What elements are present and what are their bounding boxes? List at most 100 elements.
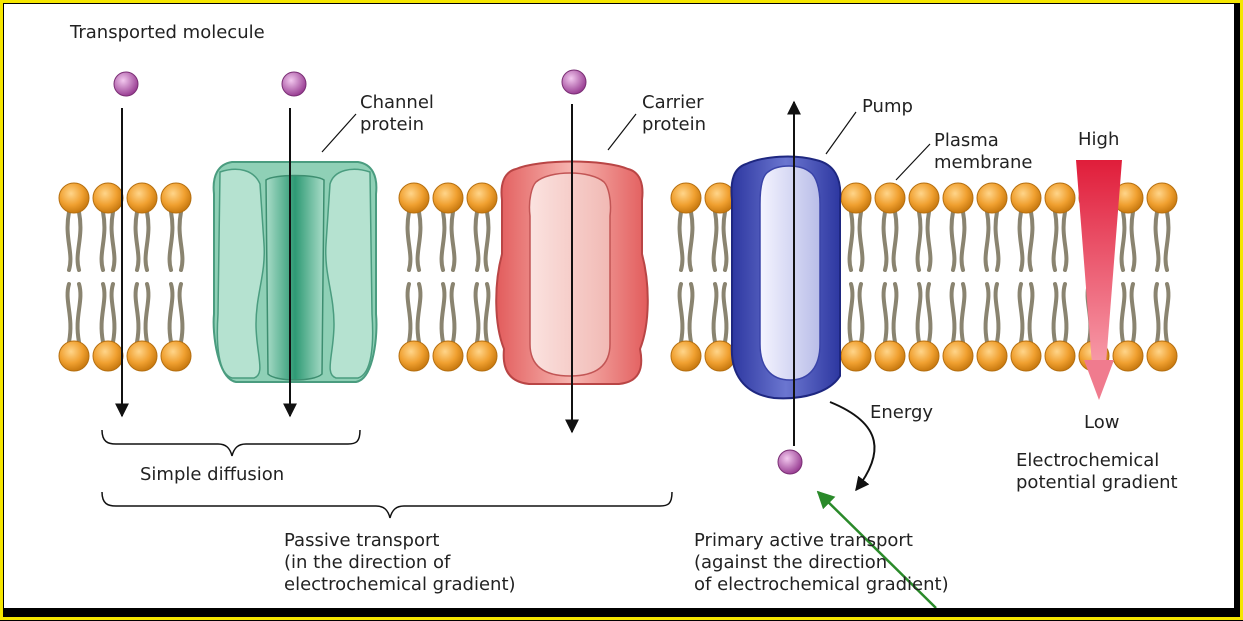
lipid-tail: [78, 284, 81, 342]
phospholipid-head: [127, 341, 157, 371]
phospholipid-head: [1011, 341, 1041, 371]
phospholipid-head: [841, 183, 871, 213]
transported-molecule-label: Transported molecule: [70, 22, 265, 44]
lipid-tail: [112, 284, 115, 342]
active-transport-label: Primary active transport (against the di…: [694, 530, 949, 596]
lipid-tail: [918, 284, 921, 342]
phospholipid-head: [909, 183, 939, 213]
lipid-tail: [486, 284, 489, 342]
channel-protein: [214, 162, 377, 382]
lipid-tail: [408, 212, 411, 270]
lipid-tail: [1064, 284, 1067, 342]
phospholipid-head: [161, 183, 191, 213]
phospholipid-head: [1147, 341, 1177, 371]
lipid-tail: [996, 284, 999, 342]
membrane-leader: [896, 144, 930, 180]
high-label: High: [1078, 129, 1119, 151]
lipid-tail: [136, 284, 139, 342]
gradient-label: Electrochemical potential gradient: [1016, 450, 1178, 494]
lipid-tail: [1020, 284, 1023, 342]
lipid-tail: [452, 212, 455, 270]
carrier-protein-label: Carrier protein: [642, 92, 706, 136]
lipid-tail: [928, 212, 931, 270]
phospholipid-head: [127, 183, 157, 213]
lipid-tail: [1156, 284, 1159, 342]
lipid-tail: [1122, 284, 1125, 342]
phospholipid-head: [1045, 183, 1075, 213]
lipid-tail: [894, 212, 897, 270]
membrane-diagram: [4, 4, 1234, 608]
lipid-tail: [1166, 284, 1169, 342]
lipid-tail: [690, 212, 693, 270]
phospholipid-head: [93, 341, 123, 371]
lipid-tail: [170, 284, 173, 342]
lipid-tail: [1132, 284, 1135, 342]
phospholipid-head: [1045, 341, 1075, 371]
lipid-tail: [442, 212, 445, 270]
lipid-tail: [996, 212, 999, 270]
lipid-tail: [408, 284, 411, 342]
lipid-tail: [962, 212, 965, 270]
phospholipid-head: [977, 183, 1007, 213]
phospholipid-head: [943, 183, 973, 213]
lipid-tail: [1122, 212, 1125, 270]
passive-transport-brace: [102, 492, 672, 518]
phospholipid-head: [433, 183, 463, 213]
lipid-tail: [894, 284, 897, 342]
phospholipid-head: [875, 183, 905, 213]
lipid-tail: [884, 284, 887, 342]
phospholipid-head: [433, 341, 463, 371]
passive-transport-label: Passive transport (in the direction of e…: [284, 530, 516, 596]
lipid-tail: [952, 212, 955, 270]
phospholipid-head: [467, 183, 497, 213]
lipid-tail: [1030, 212, 1033, 270]
molecule-4: [778, 450, 802, 474]
lipid-tail: [418, 284, 421, 342]
lipid-tail: [180, 284, 183, 342]
lipid-tail: [68, 212, 71, 270]
lipid-tail: [442, 284, 445, 342]
phospholipid-head: [909, 341, 939, 371]
phospholipid-head: [399, 341, 429, 371]
phospholipid-head: [59, 341, 89, 371]
energy-label: Energy: [870, 402, 933, 424]
molecule-3: [562, 70, 586, 94]
lipid-tail: [928, 284, 931, 342]
plasma-membrane-label: Plasma membrane: [934, 130, 1032, 174]
lipid-tail: [1156, 212, 1159, 270]
diagram-canvas: Transported molecule Channel protein Car…: [4, 4, 1234, 608]
phospholipid-head: [671, 341, 701, 371]
lipid-tail: [850, 212, 853, 270]
lipid-tail: [1054, 212, 1057, 270]
phospholipid-head: [93, 183, 123, 213]
phospholipid-head: [1113, 341, 1143, 371]
lipid-tail: [850, 284, 853, 342]
lipid-tail: [962, 284, 965, 342]
lipid-tail: [724, 284, 727, 342]
phospholipid-head: [59, 183, 89, 213]
lipid-tail: [78, 212, 81, 270]
phospholipid-head: [1147, 183, 1177, 213]
lipid-tail: [884, 212, 887, 270]
lipid-tail: [714, 284, 717, 342]
energy-arrow: [830, 402, 875, 490]
phospholipid-head: [943, 341, 973, 371]
phospholipid-head: [161, 341, 191, 371]
lipid-tail: [860, 284, 863, 342]
lipid-tail: [170, 212, 173, 270]
simple-diffusion-brace: [102, 430, 360, 456]
carrier-leader: [608, 114, 636, 150]
phospholipid-head: [875, 341, 905, 371]
channel-protein-label: Channel protein: [360, 92, 434, 136]
phospholipid-head: [841, 341, 871, 371]
lipid-tail: [680, 284, 683, 342]
lipid-tail: [1132, 212, 1135, 270]
lipid-tail: [680, 212, 683, 270]
phospholipid-head: [671, 183, 701, 213]
molecule-1: [114, 72, 138, 96]
pump-leader: [826, 112, 856, 154]
channel-leader: [322, 114, 356, 152]
phospholipid-head: [1011, 183, 1041, 213]
lipid-tail: [918, 212, 921, 270]
lipid-tail: [102, 284, 105, 342]
